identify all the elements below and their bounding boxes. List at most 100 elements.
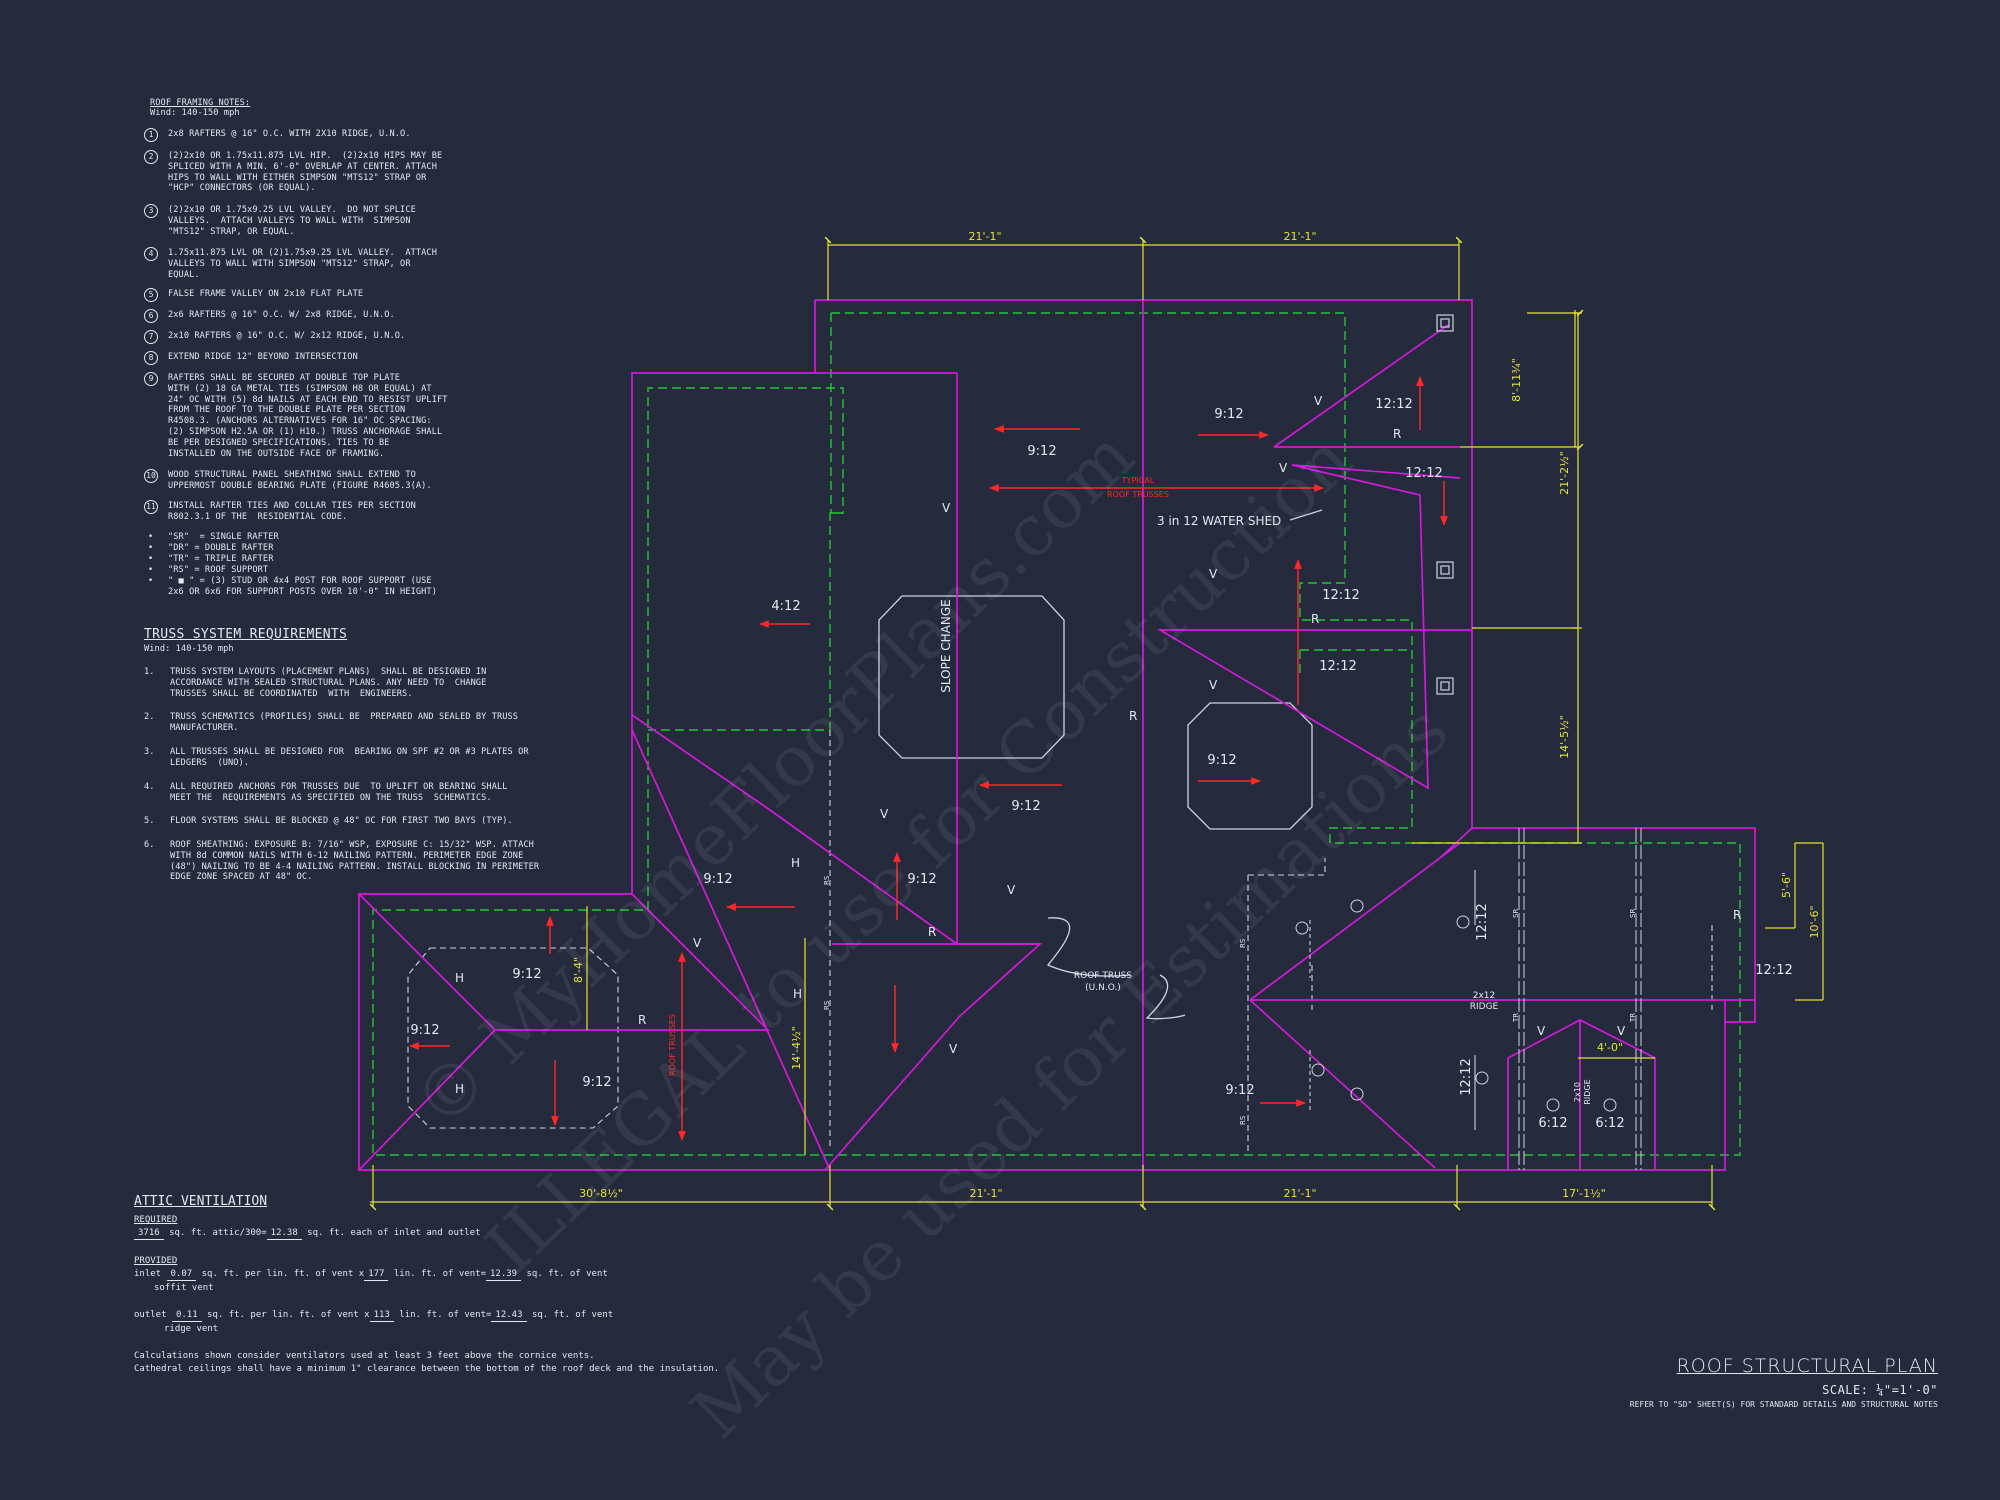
roof-truss-label-1: ROOF TRUSS: [1074, 971, 1133, 981]
outlet-type: ridge vent: [164, 1324, 219, 1334]
pitch-6-12-b: 6:12: [1595, 1116, 1624, 1131]
dim-inner-2: 14'-4½": [790, 1026, 803, 1070]
note-3-text: (2)2x10 OR 1.75x9.25 LVL VALLEY. DO NOT …: [168, 205, 416, 237]
legend-tr: "TR" = TRIPLE RAFTER: [168, 554, 274, 564]
wall-lines: [372, 312, 1741, 1156]
truss-item-6-text: ROOF SHEATHING: EXPOSURE B: 7/16" WSP, E…: [170, 840, 540, 883]
note-7-text: 2x10 RAFTERS @ 16" O.C. W/ 2x12 RIDGE, U…: [168, 331, 406, 341]
pitch-9-12-c: 9:12: [1011, 799, 1040, 814]
typical-trusses-label-2: ROOF TRUSSES: [1107, 490, 1169, 499]
rs-label: RS: [823, 1000, 831, 1010]
truss-item-number-4: 4.: [144, 782, 155, 792]
outlet-text-1: sq. ft. per lin. ft. of vent x: [207, 1310, 370, 1320]
slope-change-octagon: [878, 595, 1065, 759]
note-4-text: 1.75x11.875 LVL OR (2)1.75x9.25 LVL VALL…: [168, 248, 437, 280]
dim-right-4: 5'-6": [1780, 872, 1793, 898]
white-arrows: [1309, 870, 1476, 1130]
pitch-12-12-e: 12:12: [1755, 963, 1792, 978]
hip-label-h: H: [793, 987, 802, 1001]
pitch-9-12-f: 9:12: [907, 872, 936, 887]
note-10-text: WOOD STRUCTURAL PANEL SHEATHING SHALL EX…: [168, 470, 432, 491]
pitch-4-12: 4:12: [771, 599, 800, 614]
dim-bottom-2: 21'-1": [969, 1187, 1002, 1200]
valley-label-v: V: [1314, 394, 1323, 408]
truss-item-number-2: 2.: [144, 712, 155, 722]
pitch-9-12-h: 9:12: [410, 1023, 439, 1038]
dim-bottom-1: 30'-8½": [579, 1187, 623, 1200]
outlet-text-2: lin. ft. of vent=: [399, 1310, 492, 1320]
dim-right-2: 21'-2½": [1558, 451, 1571, 495]
note-6-text: 2x6 RAFTERS @ 16" O.C. W/ 2x8 RIDGE, U.N…: [168, 310, 395, 320]
dim-bottom-4: 17'-1½": [1562, 1187, 1606, 1200]
ridge-label-r: R: [1733, 908, 1741, 922]
ridge-2x12-label-1: 2x12: [1473, 991, 1496, 1001]
legend-dr: "DR" = DOUBLE RAFTER: [168, 543, 274, 553]
ridge-label-r: R: [638, 1013, 646, 1027]
attic-title: ATTIC VENTILATION: [134, 1194, 268, 1209]
tr-label: TR: [1629, 1013, 1637, 1023]
truss-requirements-wind: Wind: 140-150 mph: [144, 644, 234, 654]
pitch-9-12-i: 9:12: [582, 1075, 611, 1090]
truss-item-number-5: 5.: [144, 816, 155, 826]
roof-outline: [358, 299, 1756, 1171]
note-11-text: INSTALL RAFTER TIES AND COLLAR TIES PER …: [168, 501, 416, 522]
provided-label: PROVIDED: [134, 1256, 178, 1266]
pitch-9-12-d: 9:12: [1207, 753, 1236, 768]
legend-sr: "SR" = SINGLE RAFTER: [168, 532, 279, 542]
inlet-line: inlet 0.07 sq. ft. per lin. ft. of vent …: [134, 1269, 608, 1281]
roof-notes-title: ROOF FRAMING NOTES:: [150, 98, 251, 108]
note-1-text: 2x8 RAFTERS @ 16" O.C. WITH 2X10 RIDGE, …: [168, 129, 411, 139]
pitch-9-12-a: 9:12: [1027, 444, 1056, 459]
note-8-text: EXTEND RIDGE 12" BEYOND INTERSECTION: [168, 352, 358, 362]
required-sqft: 3716: [134, 1228, 164, 1240]
drawing-reference: REFER TO "SD" SHEET(S) FOR STANDARD DETA…: [1629, 1400, 1938, 1409]
inlet-type: soffit vent: [154, 1283, 214, 1293]
pitch-12-12-a: 12:12: [1375, 397, 1412, 412]
dimension-texts: 21'-1" 21'-1" 30'-8½" 21'-1" 21'-1" 17'-…: [572, 230, 1821, 1200]
truss-item-number-1: 1.: [144, 667, 155, 677]
pitch-9-12-j: 9:12: [1225, 1083, 1254, 1098]
dim-right-5: 10'-6": [1808, 905, 1821, 938]
note-number-6: 6: [144, 309, 158, 323]
truss-requirements-title: TRUSS SYSTEM REQUIREMENTS: [144, 627, 348, 642]
note-2-text: (2)2x10 OR 1.75x11.875 LVL HIP. (2)2x10 …: [168, 151, 443, 194]
dim-inner-1: 8'-4": [572, 957, 585, 983]
valley-label-v: V: [942, 501, 951, 515]
hip-label-h: H: [791, 856, 800, 870]
outlet-total: 12.43: [491, 1310, 527, 1322]
attic-footnote-2: Cathedral ceilings shall have a minimum …: [134, 1364, 720, 1374]
outlet-rate: 0.11: [171, 1310, 202, 1322]
note-5-text: FALSE FRAME VALLEY ON 2x10 FLAT PLATE: [168, 289, 364, 299]
outlet-length: 113: [369, 1310, 394, 1322]
legend-rs: "RS" = ROOF SUPPORT: [168, 565, 269, 575]
valley-label-v: V: [1279, 461, 1288, 475]
inlet-rate: 0.07: [166, 1269, 197, 1281]
slope-change-label: SLOPE CHANGE: [939, 599, 953, 692]
note-number-8: 8: [144, 351, 158, 365]
dim-bottom-3: 21'-1": [1283, 1187, 1316, 1200]
hip-label-h: H: [455, 971, 464, 985]
pitch-12-12-c: 12:12: [1322, 588, 1359, 603]
hip-label-h: H: [455, 1082, 464, 1096]
pitch-labels: 4:12 9:12 9:12 9:12 9:12 9:12 9:12 9:12 …: [410, 397, 1792, 1131]
truss-item-5-text: FLOOR SYSTEMS SHALL BE BLOCKED @ 48" OC …: [170, 816, 513, 826]
typical-trusses-label-1: TYPICAL: [1121, 476, 1155, 485]
dim-inner-3: 4'-0": [1597, 1041, 1623, 1054]
inlet-text-1: sq. ft. per lin. ft. of vent x: [201, 1269, 365, 1279]
truss-item-2-text: TRUSS SCHEMATICS (PROFILES) SHALL BE PRE…: [170, 712, 519, 733]
outlet-text-3: sq. ft. of vent: [531, 1310, 614, 1320]
ridge-label-r: R: [1311, 612, 1319, 626]
note-number-9: 9: [144, 372, 158, 386]
roof-trusses-vertical: ROOF TRUSSES: [668, 1014, 677, 1076]
truss-item-3-text: ALL TRUSSES SHALL BE DESIGNED FOR BEARIN…: [170, 747, 529, 768]
roof-truss-label-2: (U.N.O.): [1085, 983, 1121, 993]
roof-notes-wind: Wind: 140-150 mph: [150, 108, 240, 118]
ridge-label-r: R: [928, 925, 936, 939]
pitch-9-12-g: 9:12: [512, 967, 541, 982]
valley-label-v: V: [880, 807, 889, 821]
outlet-label: outlet: [134, 1310, 167, 1320]
dim-right-1: 8'-11¾": [1510, 358, 1523, 402]
note-number-4: 4: [144, 247, 158, 261]
slope-arrows: [409, 376, 1448, 1141]
note-number-1: 1: [144, 128, 158, 142]
